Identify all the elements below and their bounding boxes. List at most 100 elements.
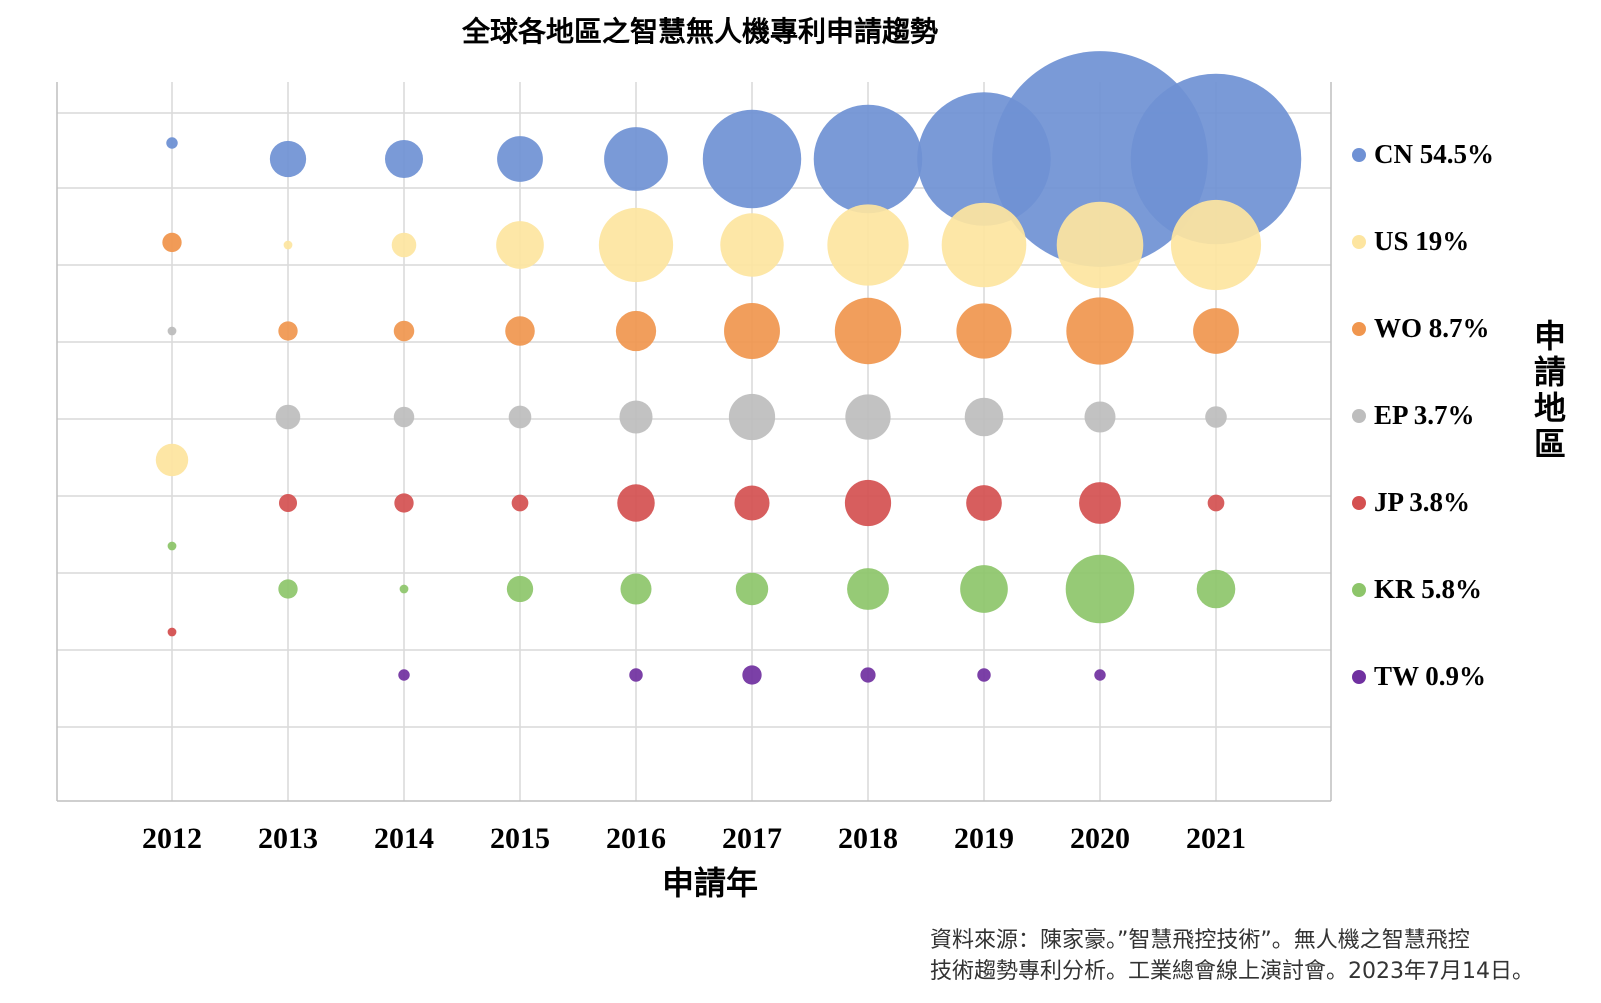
bubble (283, 240, 293, 250)
x-tick-label: 2017 (722, 822, 782, 855)
bubble (398, 669, 410, 681)
legend: CN 54.5% US 19% WO 8.7% EP 3.7% JP 3.8% KR 5.… (1352, 138, 1494, 747)
bubble (827, 204, 909, 286)
bubble (393, 406, 415, 428)
legend-label: TW 0.9% (1374, 661, 1487, 691)
bubble (1084, 401, 1116, 433)
gridlines (57, 82, 1331, 801)
axes (56, 82, 1332, 802)
bubble (269, 140, 307, 178)
bubble (278, 579, 298, 599)
bubble (1196, 569, 1236, 609)
bubble (847, 568, 889, 610)
source-line-1: 資料來源：陳家豪。”智慧飛控技術”。無人機之智慧飛控 (930, 928, 1470, 953)
bubble (1056, 201, 1144, 289)
bubble (960, 565, 1008, 613)
bubble (496, 221, 544, 269)
legend-item: US 19% (1352, 225, 1494, 312)
legend-marker (1352, 496, 1366, 510)
legend-marker (1352, 235, 1366, 249)
bubble (399, 584, 409, 594)
bubble (511, 494, 529, 512)
x-axis-label: 申請年 (661, 864, 758, 902)
bubble (1065, 554, 1135, 624)
x-tick-label: 2013 (258, 822, 318, 855)
legend-item: EP 3.7% (1352, 399, 1494, 486)
x-tick-label: 2018 (838, 822, 898, 855)
source-note: 資料來源：陳家豪。”智慧飛控技術”。無人機之智慧飛控 技術趨勢專利分析。工業總會… (930, 925, 1534, 987)
legend-item: CN 54.5% (1352, 138, 1494, 225)
legend-label: KR 5.8% (1374, 574, 1482, 604)
bubble (598, 207, 674, 283)
bubble (384, 139, 424, 179)
x-tick-label: 2019 (954, 822, 1014, 855)
x-tick-label: 2020 (1070, 822, 1130, 855)
bubble (1170, 199, 1262, 291)
bubble (617, 484, 655, 522)
legend-marker (1352, 670, 1366, 684)
bubble (1079, 482, 1121, 524)
bubble (844, 479, 892, 527)
bubble (615, 310, 657, 352)
legend-marker (1352, 409, 1366, 423)
legend-label: US 19% (1374, 226, 1470, 256)
bubble (1094, 669, 1106, 681)
bubble (155, 443, 189, 477)
bubble (724, 303, 780, 359)
legend-label: CN 54.5% (1374, 139, 1494, 169)
bubble (166, 137, 178, 149)
bubble (977, 668, 991, 682)
bubble (813, 104, 923, 214)
legend-marker (1352, 148, 1366, 162)
x-tick-label: 2012 (142, 822, 202, 855)
bubble (720, 213, 784, 277)
bubble (508, 405, 532, 429)
bubble (735, 572, 769, 606)
bubbles (155, 51, 1302, 685)
legend-label: WO 8.7% (1374, 313, 1490, 343)
legend-label: JP 3.8% (1374, 487, 1471, 517)
bubble (162, 232, 182, 253)
x-tick-label: 2016 (606, 822, 666, 855)
bubble (278, 321, 298, 341)
bubble (167, 326, 177, 336)
bubble (1066, 297, 1134, 365)
legend-marker (1352, 322, 1366, 336)
legend-item: KR 5.8% (1352, 573, 1494, 660)
bubble (278, 493, 298, 513)
bubble (834, 297, 902, 365)
bubble (956, 303, 1012, 359)
legend-label: EP 3.7% (1374, 400, 1475, 430)
bubble (728, 393, 776, 441)
bubble (1130, 73, 1302, 245)
legend-item: JP 3.8% (1352, 486, 1494, 573)
bubble (1193, 308, 1239, 354)
bubble (742, 665, 762, 685)
bubble (393, 320, 415, 342)
bubble (394, 493, 414, 513)
chart-title: 全球各地區之智慧無人機專利申請趨勢 (461, 15, 938, 48)
bubble (620, 573, 652, 605)
bubble (167, 541, 177, 551)
bubble (505, 316, 535, 346)
source-line-2: 技術趨勢專利分析。工業總會線上演討會。2023年7月14日。 (930, 959, 1534, 984)
bubble (702, 109, 802, 209)
bubble (1207, 494, 1225, 512)
bubble (845, 394, 891, 440)
bubble (391, 232, 417, 258)
bubble (1205, 406, 1227, 428)
bubble (506, 575, 534, 603)
bubble (860, 667, 876, 683)
bubble (619, 400, 653, 434)
x-tick-label: 2015 (490, 822, 550, 855)
legend-item: TW 0.9% (1352, 660, 1494, 747)
x-tick-label: 2021 (1186, 822, 1246, 855)
bubble (629, 668, 643, 682)
bubble (734, 485, 770, 521)
legend-item: WO 8.7% (1352, 312, 1494, 399)
bubble (275, 404, 301, 430)
legend-marker (1352, 583, 1366, 597)
bubble (941, 202, 1027, 288)
